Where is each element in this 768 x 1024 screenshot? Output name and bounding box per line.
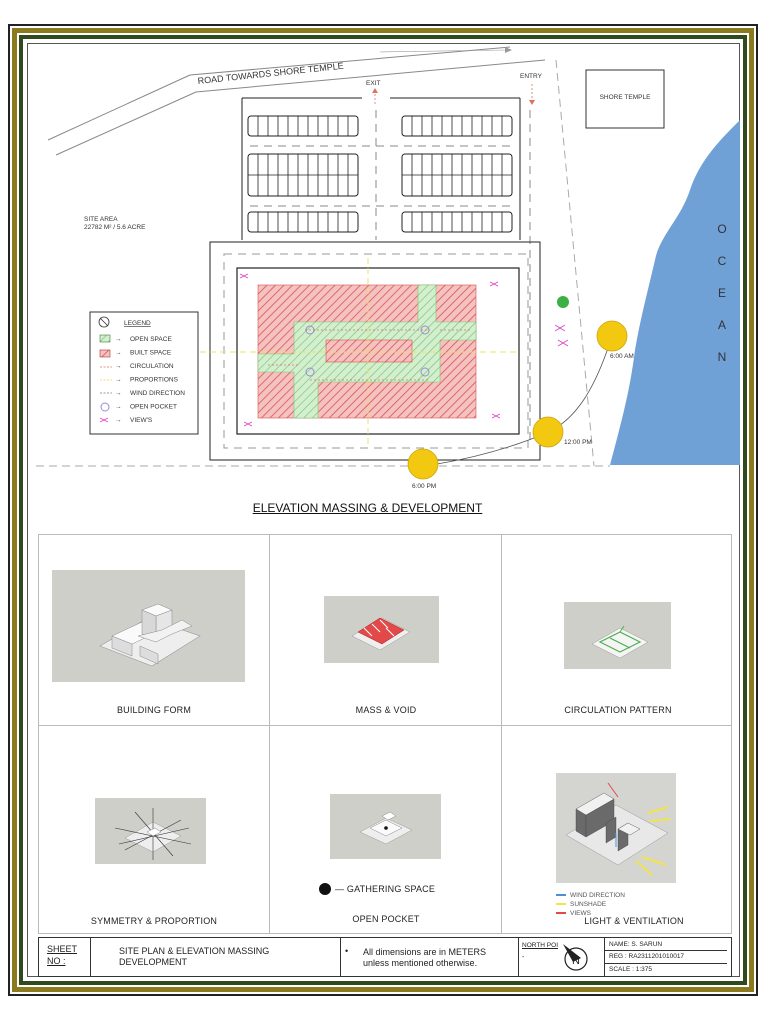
section-title: ELEVATION MASSING & DEVELOPMENT xyxy=(252,501,483,515)
road: ROAD TOWARDS SHORE TEMPLE xyxy=(47,46,546,156)
legend-arrow: → xyxy=(115,350,122,357)
gathering-space-dot xyxy=(319,883,331,895)
tree-icon xyxy=(557,296,569,308)
sun-label-morning: 6:00 AM xyxy=(610,353,634,360)
site-area-value: 22782 M² / 5.6 ACRE xyxy=(84,224,146,231)
gathering-space-label: — GATHERING SPACE xyxy=(335,884,436,894)
circulation-pattern-image xyxy=(564,602,671,669)
road-label: ROAD TOWARDS SHORE TEMPLE xyxy=(197,61,344,86)
building-form-image xyxy=(52,570,245,682)
massing-panels-grid xyxy=(38,534,732,934)
ocean xyxy=(610,120,740,465)
symmetry-label: SYMMETRY & PROPORTION xyxy=(90,916,218,926)
entry-marker: ENTRY xyxy=(520,73,543,105)
ocean-letter: A xyxy=(718,318,726,332)
main-building-site xyxy=(200,241,541,461)
ocean-label: O C E A N xyxy=(717,222,726,364)
legend-arrow: → xyxy=(115,336,122,343)
legend-item: OPEN POCKET xyxy=(130,404,177,411)
legend-arrow: → xyxy=(115,417,122,424)
sheet-gold-border xyxy=(12,28,754,992)
author-cell: NAME: S. SARUN REG : RA2311201010017 SCA… xyxy=(605,938,727,976)
exit-marker: EXIT xyxy=(366,80,380,106)
title-block: SHEET NO : SITE PLAN & ELEVATION MASSING… xyxy=(38,937,732,977)
legend-arrow: → xyxy=(115,377,122,384)
light-ventilation-image xyxy=(556,773,676,883)
legend-item: VIEW'S xyxy=(130,417,153,424)
notes-cell: • All dimensions are in METERS unless me… xyxy=(341,938,519,976)
svg-text:LEGEND: LEGEND xyxy=(124,320,151,327)
legend-item: WIND DIRECTION xyxy=(130,390,185,397)
site-plan: ROAD TOWARDS SHORE TEMPLE EXIT ENTRY SHO… xyxy=(36,46,740,490)
sheet-no-cell: SHEET NO : xyxy=(39,938,91,976)
lv-legend: WIND DIRECTION SUNSHADE VIEWS xyxy=(556,891,625,918)
site-area-label: SITE AREA xyxy=(84,216,118,223)
parking-stalls xyxy=(248,116,512,232)
sheet-green-border xyxy=(19,35,747,985)
building-form-label: BUILDING FORM xyxy=(116,705,192,715)
ocean-letter: C xyxy=(718,254,727,268)
mass-void-label: MASS & VOID xyxy=(355,705,417,715)
legend-arrow: → xyxy=(115,390,122,397)
north-point-cell: NORTH POI - N xyxy=(519,938,605,976)
legend-item: BUILT SPACE xyxy=(130,350,172,357)
legend: LEGEND OPEN SPACE → BUILT SPACE → CIRCULATIO… xyxy=(89,311,199,435)
svg-text:ENTRY: ENTRY xyxy=(520,73,543,80)
sun-label-noon: 12:00 PM xyxy=(564,439,592,446)
views-icon xyxy=(554,324,569,347)
sun-label-evening: 6:00 PM xyxy=(412,483,436,490)
legend-item: OPEN SPACE xyxy=(130,336,172,343)
legend-arrow: → xyxy=(115,363,122,370)
open-pocket-label: OPEN POCKET xyxy=(352,914,420,924)
legend-item: CIRCULATION xyxy=(130,363,174,370)
sun-icon xyxy=(407,320,628,480)
compass-icon xyxy=(98,316,110,328)
legend-arrow: → xyxy=(115,404,122,411)
mass-void-image xyxy=(324,596,439,663)
north-arrow-icon: N xyxy=(563,944,588,971)
shore-temple: SHORE TEMPLE xyxy=(585,69,665,129)
legend-item: PROPORTIONS xyxy=(130,377,179,384)
svg-text:SHORE TEMPLE: SHORE TEMPLE xyxy=(600,94,651,101)
svg-text:N: N xyxy=(572,955,580,967)
ocean-letter: O xyxy=(717,222,726,236)
ocean-letter: N xyxy=(718,350,727,364)
open-pocket-image xyxy=(330,794,441,859)
symmetry-image xyxy=(95,798,206,864)
light-ventilation-label: LIGHT & VENTILATION xyxy=(584,916,684,926)
ocean-letter: E xyxy=(718,286,726,300)
circulation-pattern-label: CIRCULATION PATTERN xyxy=(564,705,672,715)
site-boundary xyxy=(36,59,610,467)
svg-text:EXIT: EXIT xyxy=(366,80,380,87)
sheet-title-cell: SITE PLAN & ELEVATION MASSING DEVELOPMEN… xyxy=(91,938,341,976)
